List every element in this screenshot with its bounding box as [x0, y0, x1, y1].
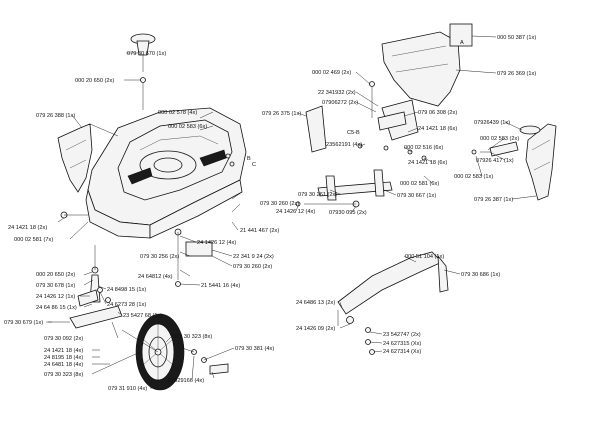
- part-label: 07930 095 (2x): [329, 210, 367, 216]
- part-label: 000 02 581 (7x): [14, 237, 53, 243]
- part-label: 000 02 578 (4x): [158, 110, 197, 116]
- part-label: 000 50 387 (1x): [497, 35, 536, 41]
- part-label: 000 02 469 (2x): [312, 70, 351, 76]
- part-label: C5-B: [347, 130, 360, 136]
- part-label: 079 30 323 (8x): [173, 334, 212, 340]
- height-lever: [48, 245, 123, 329]
- part-label: 000 02 583 (1x): [454, 174, 493, 180]
- part-label: 079 30 670 (1x): [127, 51, 166, 57]
- part-label: 079 30 678 (1x): [36, 283, 75, 289]
- part-label: 24 6481 18 (4x): [44, 362, 83, 368]
- part-label: 24 64 86 15 (1x): [36, 305, 77, 311]
- part-label: 07929166 (4x): [168, 378, 204, 384]
- handle-bar: [337, 251, 449, 355]
- part-label: 23 5427 68 (1x): [123, 313, 162, 319]
- part-label: 07926 417 (1x): [476, 158, 514, 164]
- part-label: 24 6486 13 (2x): [296, 300, 335, 306]
- part-label: 24 1426 12 (1x): [36, 294, 75, 300]
- part-label: 000 51 104 (1x): [405, 254, 444, 260]
- part-label: 07906272 (2x): [322, 100, 358, 106]
- part-label: 079 30 667 (1x): [397, 193, 436, 199]
- chute-bracket: [305, 81, 427, 161]
- part-label: 24 1421 18 (4x): [44, 348, 83, 354]
- part-label: 079 26 369 (1x): [497, 71, 536, 77]
- part-label: 24 6273 28 (1x): [107, 302, 146, 308]
- mower-deck: [85, 107, 247, 239]
- part-label: 23562191 (4x): [326, 142, 362, 148]
- part-label: 079 30 092 (2x): [44, 336, 83, 342]
- handle-knob: [130, 33, 156, 110]
- part-label: 079 30 323 (8x): [44, 372, 83, 378]
- side-deflector: [471, 123, 557, 201]
- part-label: 079 30 679 (1x): [4, 320, 43, 326]
- part-label: 079 26 375 (1x): [262, 111, 301, 117]
- part-label: 24 1421 18 (6x): [418, 126, 457, 132]
- part-label: 24 8498 15 (1x): [107, 287, 146, 293]
- part-label: 23 542747 (2x): [383, 332, 421, 338]
- part-label: 22 341 9 24 (2x): [233, 254, 274, 260]
- grass-bag: [381, 23, 473, 107]
- part-label: 22 341932 (2x): [318, 90, 356, 96]
- rear-axle: [60, 211, 213, 287]
- part-label: 24 1421 18 (2x): [8, 225, 47, 231]
- part-label: 000 02 581 (6x): [400, 181, 439, 187]
- rear-flap: [57, 123, 119, 193]
- front-wheel: [121, 313, 229, 391]
- part-label: 000 02 583 (2x): [480, 136, 519, 142]
- part-label: 24 1426 09 (2x): [296, 326, 335, 332]
- part-label: 079 31 910 (4x): [108, 386, 147, 392]
- part-label: 079 30 260 (2x): [233, 264, 272, 270]
- part-label: 079 30 256 (2x): [140, 254, 179, 260]
- part-label: 24 64812 (4x): [138, 274, 173, 280]
- leader-lines: [46, 35, 537, 389]
- part-labels: 079 30 670 (1x) 000 20 650 (2x) 000 02 5…: [4, 35, 536, 392]
- part-label: 079 30 261 (2x): [298, 192, 337, 198]
- part-label: 079 30 381 (4x): [235, 346, 274, 352]
- part-label: 24 1426 12 (4x): [276, 209, 315, 215]
- part-label: 079 06 308 (2x): [418, 110, 457, 116]
- axle-bar: [295, 169, 393, 208]
- part-label: C: [252, 162, 256, 168]
- part-label: 000 02 516 (6x): [404, 145, 443, 151]
- part-label: 000 20 650 (2x): [75, 78, 114, 84]
- part-label: 21 441 467 (2x): [240, 228, 279, 234]
- part-label: 24 627315 (Xx): [383, 341, 421, 347]
- part-label: 24 627314 (Xx): [383, 349, 421, 355]
- part-label: 07926439 (1x): [474, 120, 510, 126]
- part-label: A: [460, 40, 464, 46]
- part-label: 079 30 686 (1x): [461, 272, 500, 278]
- part-label: 24 1426 12 (4x): [197, 240, 236, 246]
- part-label: 079 26 387 (1x): [474, 197, 513, 203]
- part-label: B: [247, 156, 251, 162]
- part-label: 24 8195 18 (4x): [44, 355, 83, 361]
- part-label: 21 5441 16 (4x): [201, 283, 240, 289]
- part-label: 24 1421 18 (6x): [408, 160, 447, 166]
- part-label: 079 30 260 (2x): [260, 201, 299, 207]
- part-label: 000 02 583 (6x): [168, 124, 207, 130]
- part-label: 079 26 388 (1x): [36, 113, 75, 119]
- part-label: 000 20 650 (2x): [36, 272, 75, 278]
